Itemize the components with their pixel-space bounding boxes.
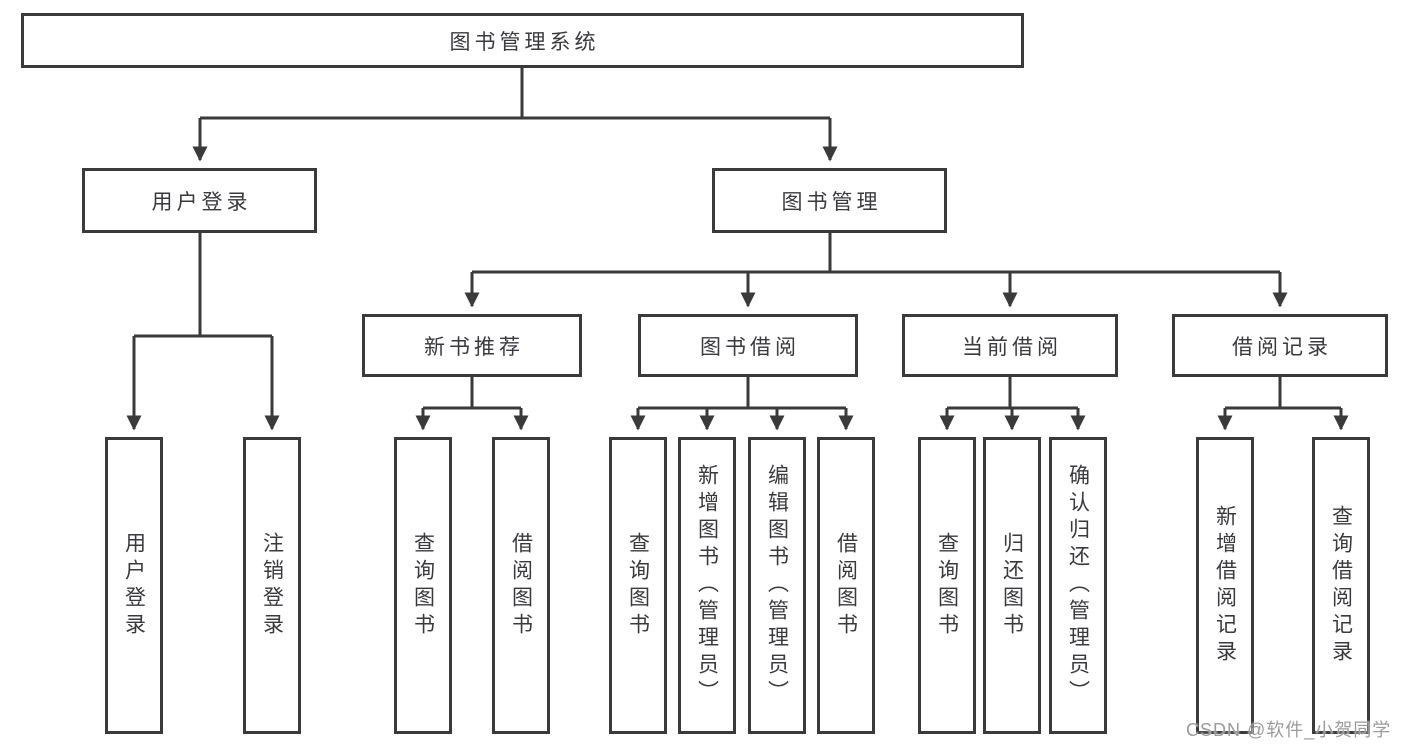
leaf-borrow-books: 借阅图书 xyxy=(817,437,875,734)
leaf-borrow-books-recommend: 借阅图书 xyxy=(492,437,550,734)
leaf-user-login: 用户登录 xyxy=(105,437,163,734)
node-current-borrowing: 当前借阅 xyxy=(902,314,1118,377)
leaf-add-borrow-record: 新增借阅记录 xyxy=(1196,437,1254,734)
node-library-system: 图书管理系统 xyxy=(21,13,1024,68)
leaf-query-books-current: 查询图书 xyxy=(918,437,976,734)
leaf-add-books-admin: 新增图书（管理员） xyxy=(678,437,736,734)
leaf-query-borrow-record: 查询借阅记录 xyxy=(1312,437,1370,734)
node-borrowing-records: 借阅记录 xyxy=(1172,314,1388,377)
leaf-return-books: 归还图书 xyxy=(983,437,1041,734)
leaf-logout: 注销登录 xyxy=(243,437,301,734)
node-book-management: 图书管理 xyxy=(712,168,947,233)
leaf-query-books-borrowing: 查询图书 xyxy=(609,437,667,734)
leaf-confirm-return-admin: 确认归还（管理员） xyxy=(1049,437,1107,734)
node-user-login: 用户登录 xyxy=(82,168,317,233)
node-book-borrowing: 图书借阅 xyxy=(638,314,858,377)
node-new-book-recommend: 新书推荐 xyxy=(362,314,582,377)
leaf-query-books-recommend: 查询图书 xyxy=(394,437,452,734)
csdn-watermark: CSDN @软件_小贺同学 xyxy=(1186,720,1392,740)
leaf-edit-books-admin: 编辑图书（管理员） xyxy=(748,437,806,734)
